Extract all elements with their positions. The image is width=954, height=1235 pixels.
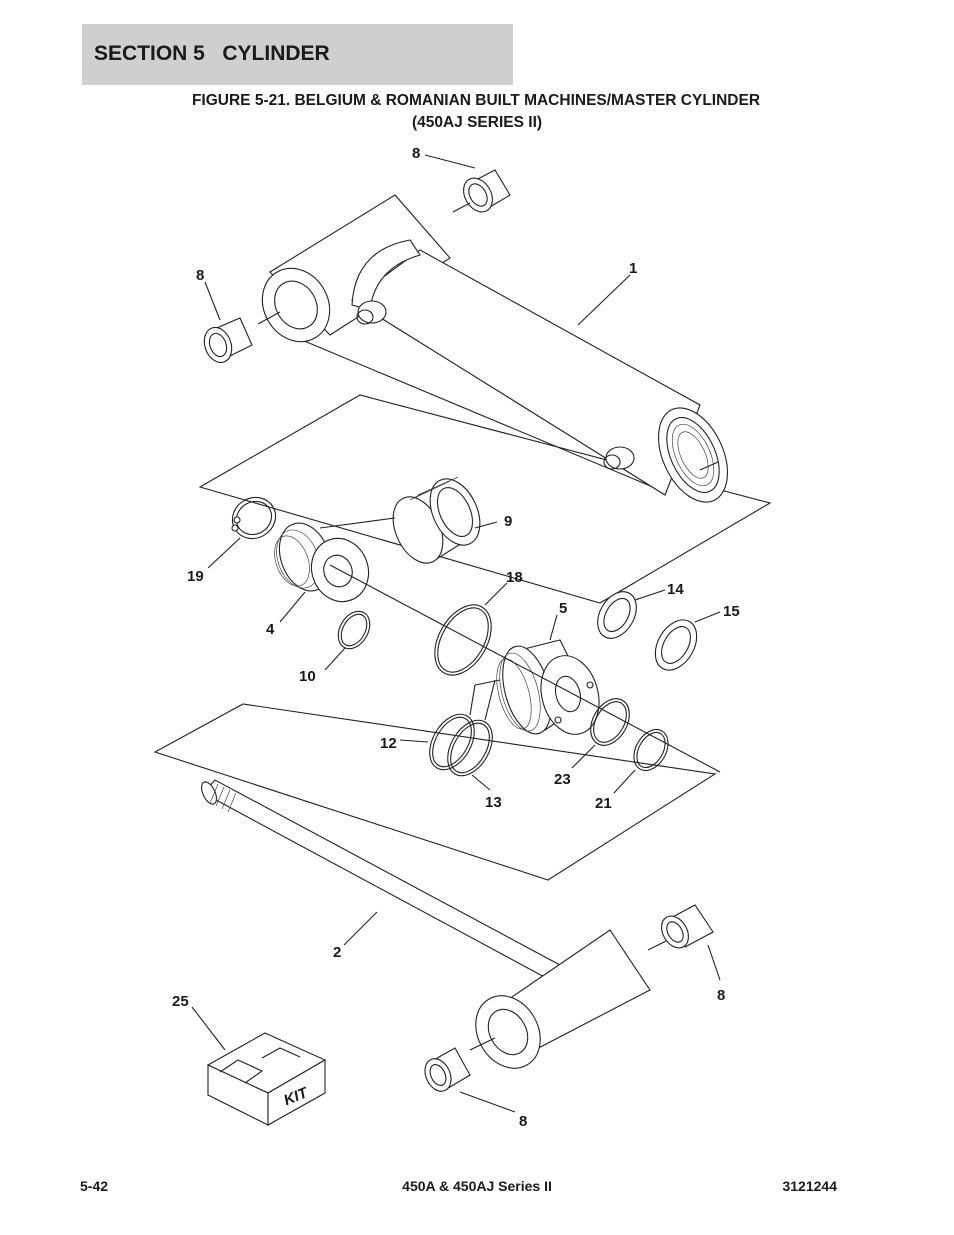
callout-10: 10 (299, 668, 316, 685)
footer-page-number: 5-42 (80, 1178, 109, 1194)
footer-model: 450A & 450AJ Series II (402, 1178, 552, 1194)
callout-25: 25 (172, 993, 189, 1010)
callout-13: 13 (485, 794, 502, 811)
o-ring-10 (337, 610, 371, 650)
callout-4: 4 (266, 621, 275, 638)
rod-plane (153, 703, 717, 881)
callout-8-rod-bottom: 8 (519, 1113, 527, 1130)
bushing-left (203, 317, 253, 364)
wear-ring-18 (434, 604, 492, 676)
piston-seal (392, 476, 481, 564)
bushing-rod-bottom (424, 1047, 471, 1092)
bushing-rod-right (661, 904, 714, 949)
callout-14: 14 (667, 581, 684, 598)
wiper-14 (597, 591, 637, 639)
barrel-plane (198, 394, 772, 604)
figure-title-line2: (450AJ SERIES II) (411, 114, 543, 131)
callout-1: 1 (629, 260, 637, 277)
rod-seal-15 (654, 619, 698, 671)
retaining-ring-19 (231, 496, 277, 540)
callout-19: 19 (187, 568, 204, 585)
callout-23: 23 (554, 771, 571, 788)
callout-15: 15 (723, 603, 740, 620)
rod (201, 779, 669, 1069)
section-title: SECTION 5 CYLINDER (94, 42, 330, 65)
kit-box: KIT (206, 1032, 327, 1126)
leader-lines (191, 154, 721, 1113)
callout-2: 2 (333, 944, 341, 961)
barrel (257, 194, 728, 503)
piston (274, 522, 370, 603)
head (496, 639, 600, 735)
o-ring-13 (447, 719, 493, 777)
center-axis (329, 564, 721, 773)
retaining-ring-23 (590, 698, 630, 746)
o-ring-21 (633, 728, 669, 772)
callout-8-left: 8 (196, 267, 204, 284)
callout-21: 21 (595, 795, 612, 812)
callout-5: 5 (559, 600, 567, 617)
bushing-top (452, 169, 511, 213)
callout-9: 9 (504, 513, 512, 530)
figure-title-line1: FIGURE 5-21. BELGIUM & ROMANIAN BUILT MA… (191, 92, 761, 109)
callout-8-top: 8 (412, 145, 420, 162)
callout-8-rod-right: 8 (717, 987, 725, 1004)
footer-doc-number: 3121244 (782, 1178, 837, 1194)
section-header: SECTION 5 CYLINDER (82, 24, 513, 85)
callout-12: 12 (380, 735, 397, 752)
callout-18: 18 (506, 569, 523, 586)
